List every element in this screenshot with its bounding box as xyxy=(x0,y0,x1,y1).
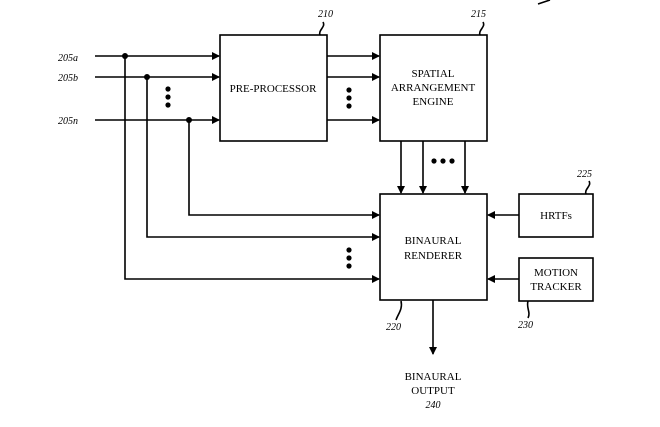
pre-spatial-ellipsis-dot xyxy=(346,95,352,101)
spatial-renderer-ellipsis-dot xyxy=(431,158,437,164)
hrtfs-ref: 225 xyxy=(577,169,592,180)
input-label-205n: 205n xyxy=(58,116,78,127)
corner-arrow-fragment xyxy=(537,0,551,5)
renderer-label-line2: RENDERER xyxy=(404,250,463,262)
output-label-line1: BINAURAL xyxy=(405,371,462,383)
bypass-path-n xyxy=(188,120,380,219)
pre-spatial-ellipsis-dot xyxy=(346,103,352,109)
motion-tracker-ref: 230 xyxy=(518,320,533,331)
motion-tracker-block xyxy=(518,257,594,302)
renderer-ref-leader xyxy=(395,300,403,321)
motion-tracker-label-line2: TRACKER xyxy=(530,281,582,293)
preprocessor-ref: 210 xyxy=(318,9,333,20)
motion-tracker-label-line1: MOTION xyxy=(534,267,578,279)
renderer-label-line1: BINAURAL xyxy=(405,235,462,247)
renderer-ref: 220 xyxy=(386,322,401,333)
hrtfs-label: HRTFs xyxy=(540,210,572,222)
pre-spatial-ellipsis-dot xyxy=(346,87,352,93)
input-ellipsis-dot xyxy=(165,102,171,108)
output-label-line2: OUTPUT xyxy=(411,385,455,397)
input-label-205b: 205b xyxy=(58,73,78,84)
binaural-renderer-block xyxy=(379,193,488,301)
input-label-205a: 205a xyxy=(58,53,78,64)
spatial-engine-label-line3: ENGINE xyxy=(413,96,454,108)
input-ellipsis-dot xyxy=(165,86,171,92)
spatial-renderer-ellipsis-dot xyxy=(449,158,455,164)
output-ref: 240 xyxy=(426,400,441,411)
spatial-arrangement-engine-block xyxy=(379,34,488,142)
preprocessor-ref-leader xyxy=(318,21,325,36)
bypass-path-a xyxy=(124,56,380,283)
motion-tracker-ref-leader xyxy=(526,300,530,319)
spatial-engine-label-line2: ARRANGEMENT xyxy=(391,82,476,94)
bypass-path-b xyxy=(146,77,380,241)
hrtfs-ref-leader xyxy=(584,180,591,195)
spatial-renderer-ellipsis-dot xyxy=(440,158,446,164)
spatial-engine-ref-leader xyxy=(478,21,485,36)
preprocessor-label: PRE-PROCESSOR xyxy=(230,83,317,95)
spatial-engine-label-line1: SPATIAL xyxy=(412,68,455,80)
spatial-engine-ref: 215 xyxy=(471,9,486,20)
input-ellipsis-dot xyxy=(165,94,171,100)
bypass-ellipsis-dot xyxy=(346,247,352,253)
bypass-ellipsis-dot xyxy=(346,263,352,269)
preprocessor-block xyxy=(219,34,328,142)
bypass-ellipsis-dot xyxy=(346,255,352,261)
